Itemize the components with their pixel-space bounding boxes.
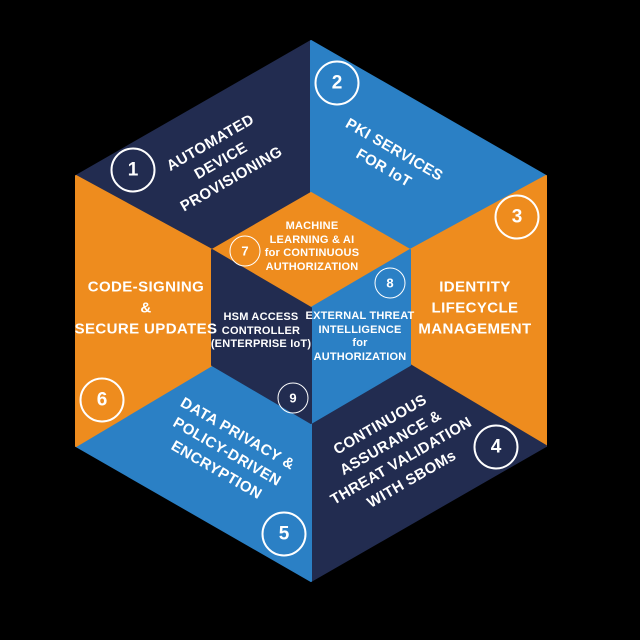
step-number: 8 — [386, 275, 394, 291]
step-number: 4 — [490, 436, 502, 457]
step-5-badge: 5 — [261, 511, 307, 557]
step-4-badge: 4 — [473, 424, 519, 470]
step-7-badge: 7 — [229, 235, 261, 267]
step-1-badge: 1 — [110, 147, 156, 193]
step-8-badge: 8 — [374, 267, 406, 299]
step-number: 1 — [127, 159, 139, 180]
step-number: 3 — [511, 206, 523, 227]
step-number: 2 — [331, 72, 343, 93]
step-number: 7 — [241, 243, 249, 259]
face-9-hsm-access-shape — [211, 249, 312, 424]
step-3-badge: 3 — [494, 194, 540, 240]
step-2-badge: 2 — [314, 60, 360, 106]
step-9-badge: 9 — [277, 382, 309, 414]
step-number: 5 — [278, 523, 290, 544]
step-number: 9 — [289, 390, 297, 406]
step-number: 6 — [96, 389, 108, 410]
step-6-badge: 6 — [79, 377, 125, 423]
